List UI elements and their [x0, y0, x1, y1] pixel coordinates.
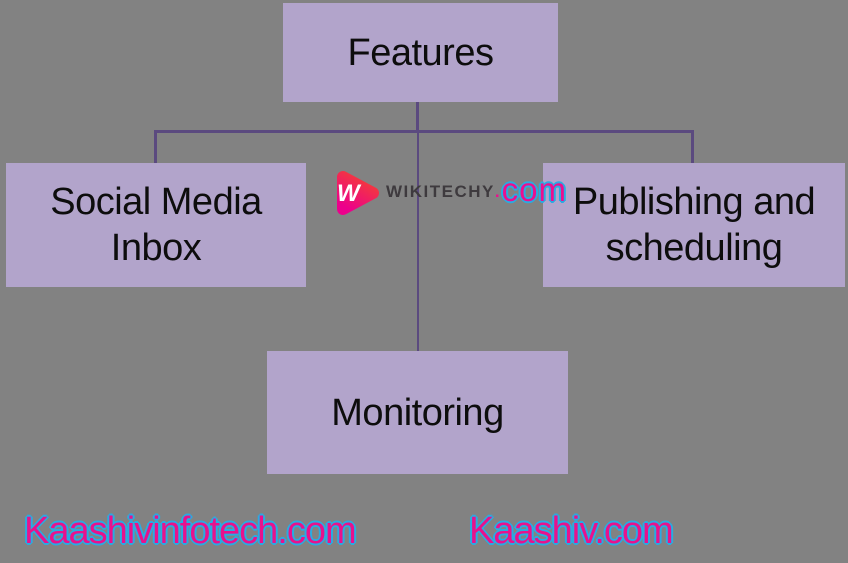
wikitechy-dot: .	[494, 181, 500, 201]
kaashivinfotech-watermark: Kaashivinfotech.com	[24, 510, 357, 552]
node-social-media-inbox-label: Social Media Inbox	[50, 181, 262, 269]
connector-drop-right	[691, 130, 694, 163]
node-features: Features	[283, 3, 558, 102]
connector-drop-left	[154, 130, 157, 163]
connector-drop-center	[417, 130, 419, 351]
svg-text:W: W	[337, 180, 362, 207]
connector-root-stub	[416, 102, 419, 132]
wikitechy-logo: W WIKITECHY . com	[333, 168, 567, 223]
node-social-media-inbox: Social Media Inbox	[6, 163, 306, 287]
node-publishing-scheduling: Publishing and scheduling	[543, 163, 845, 287]
node-features-label: Features	[347, 31, 494, 74]
connector-horizontal-rail	[154, 130, 694, 133]
wikitechy-play-icon: W	[333, 168, 381, 223]
node-monitoring-label: Monitoring	[331, 391, 504, 434]
node-publishing-scheduling-label: Publishing and scheduling	[572, 181, 816, 269]
wikitechy-brand-text: WIKITECHY	[386, 181, 495, 201]
node-monitoring: Monitoring	[267, 351, 568, 474]
wikitechy-domain-suffix: com	[501, 170, 567, 208]
kaashiv-watermark: Kaashiv.com	[469, 510, 674, 552]
